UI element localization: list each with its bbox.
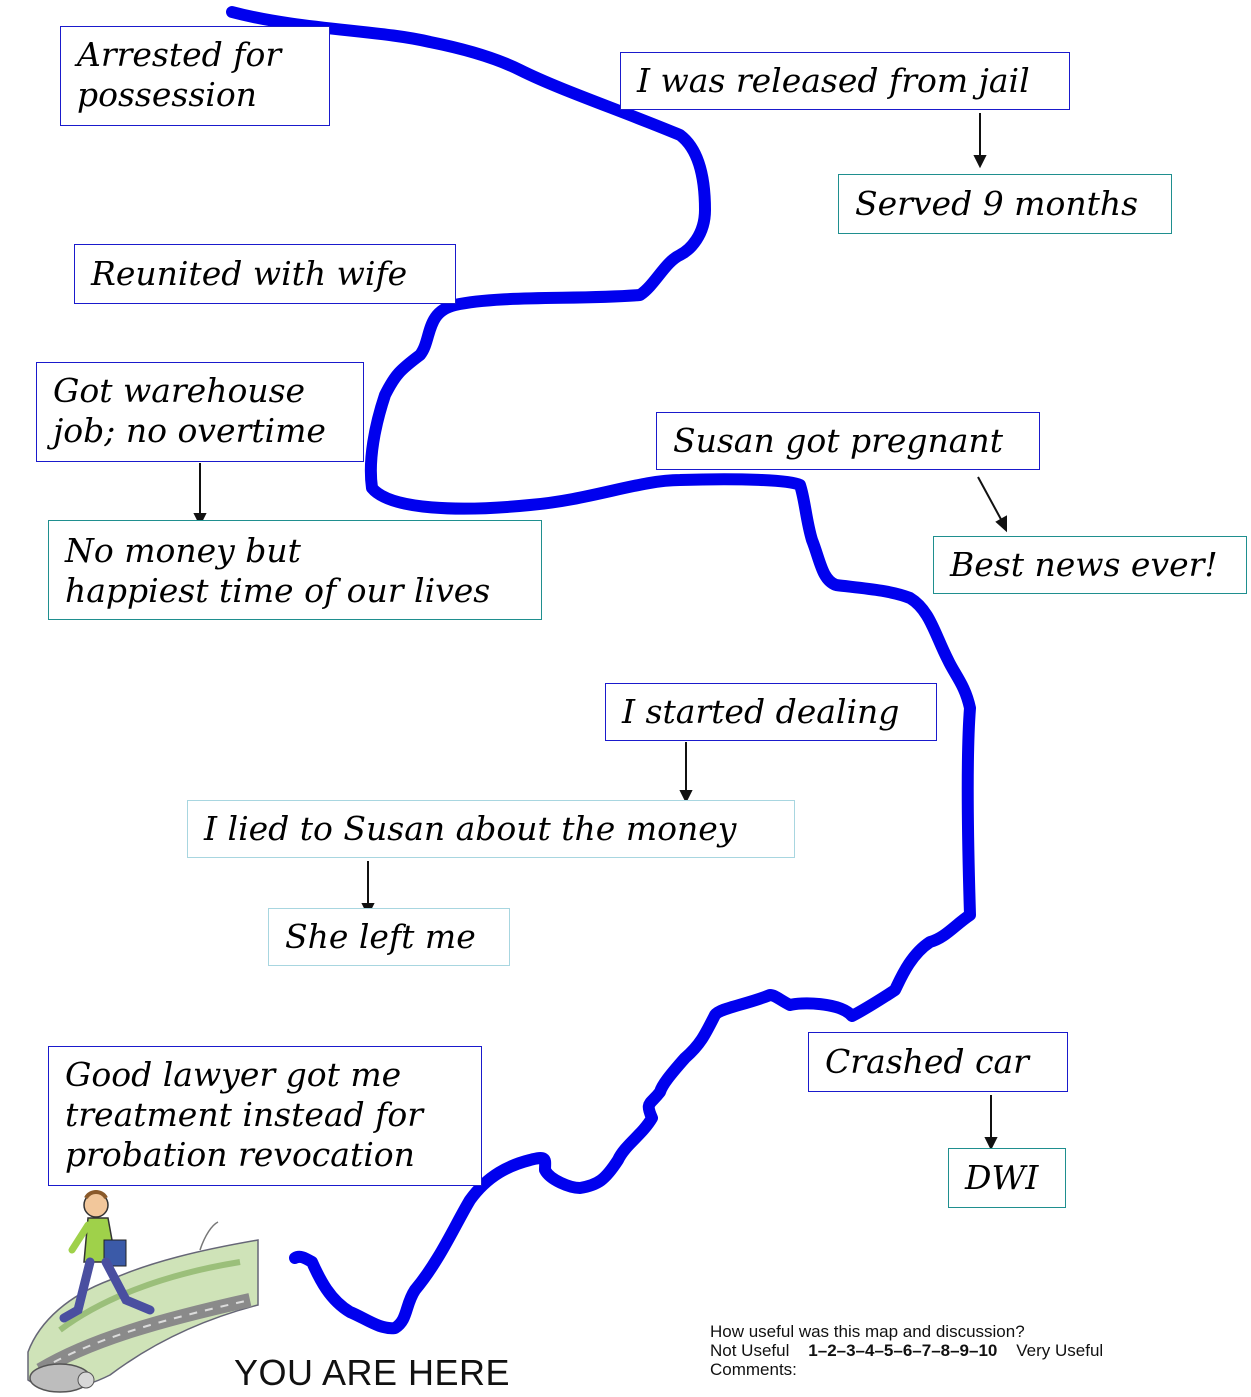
- outcome-text: Best news ever!: [950, 545, 1218, 584]
- event-text: possession: [77, 75, 257, 114]
- event-box-pregnant: Susan got pregnant: [656, 412, 1040, 470]
- outcome-box-bestnews: Best news ever!: [933, 536, 1247, 594]
- event-box-reunited: Reunited with wife: [74, 244, 456, 304]
- walking-man-illustration: [27, 1190, 259, 1393]
- event-box-dealing: I started dealing: [605, 683, 937, 741]
- event-text: I lied to Susan about the money: [204, 809, 737, 848]
- survey-scale-row: Not Useful 1–2–3–4–5–6–7–8–9–10 Very Use…: [710, 1341, 1240, 1360]
- life-path: [226, 6, 976, 1335]
- survey-comments-label: Comments:: [710, 1360, 797, 1379]
- event-text: I started dealing: [622, 692, 900, 731]
- event-box-arrested: Arrested for possession: [60, 26, 330, 126]
- outcome-box-served: Served 9 months: [838, 174, 1172, 234]
- event-text: Reunited with wife: [91, 254, 408, 293]
- connector-arrows: [193, 113, 1007, 1151]
- outcome-text: No money but: [65, 531, 301, 570]
- down-arrow-icon: [193, 463, 207, 527]
- event-text: treatment instead for: [65, 1095, 424, 1134]
- event-text: Got warehouse: [53, 371, 306, 410]
- down-arrow-icon: [973, 113, 987, 169]
- event-box-warehouse: Got warehouse job; no overtime: [36, 362, 364, 462]
- you-are-here-label: YOU ARE HERE: [234, 1352, 511, 1393]
- survey-high-label: Very Useful: [1016, 1341, 1104, 1360]
- down-arrow-icon: [679, 742, 693, 804]
- event-box-lied: I lied to Susan about the money: [187, 800, 795, 858]
- event-text: I was released from jail: [637, 61, 1030, 100]
- down-arrow-icon: [984, 1095, 998, 1151]
- event-box-crashed: Crashed car: [808, 1032, 1068, 1092]
- outcome-box-nomoney: No money but happiest time of our lives: [48, 520, 542, 620]
- survey-low-label: Not Useful: [710, 1341, 790, 1360]
- event-text: Arrested for: [77, 35, 282, 74]
- survey-scale[interactable]: 1–2–3–4–5–6–7–8–9–10: [808, 1341, 998, 1360]
- outcome-box-left: She left me: [268, 908, 510, 966]
- outcome-text: She left me: [285, 917, 476, 956]
- event-text: job; no overtime: [53, 411, 326, 450]
- down-arrow-icon: [361, 861, 375, 917]
- usefulness-survey: How useful was this map and discussion? …: [710, 1322, 1240, 1379]
- outcome-box-dwi: DWI: [948, 1148, 1066, 1208]
- survey-question: How useful was this map and discussion?: [710, 1322, 1025, 1341]
- event-text: Susan got pregnant: [673, 421, 1003, 460]
- event-text: probation revocation: [65, 1135, 415, 1174]
- event-box-lawyer: Good lawyer got me treatment instead for…: [48, 1046, 482, 1186]
- down-arrow-icon: [977, 476, 1007, 533]
- outcome-text: Served 9 months: [855, 184, 1139, 223]
- event-box-released: I was released from jail: [620, 52, 1070, 110]
- outcome-text: happiest time of our lives: [65, 571, 491, 610]
- event-text: Good lawyer got me: [65, 1055, 402, 1094]
- event-text: Crashed car: [825, 1042, 1029, 1081]
- outcome-text: DWI: [965, 1158, 1039, 1197]
